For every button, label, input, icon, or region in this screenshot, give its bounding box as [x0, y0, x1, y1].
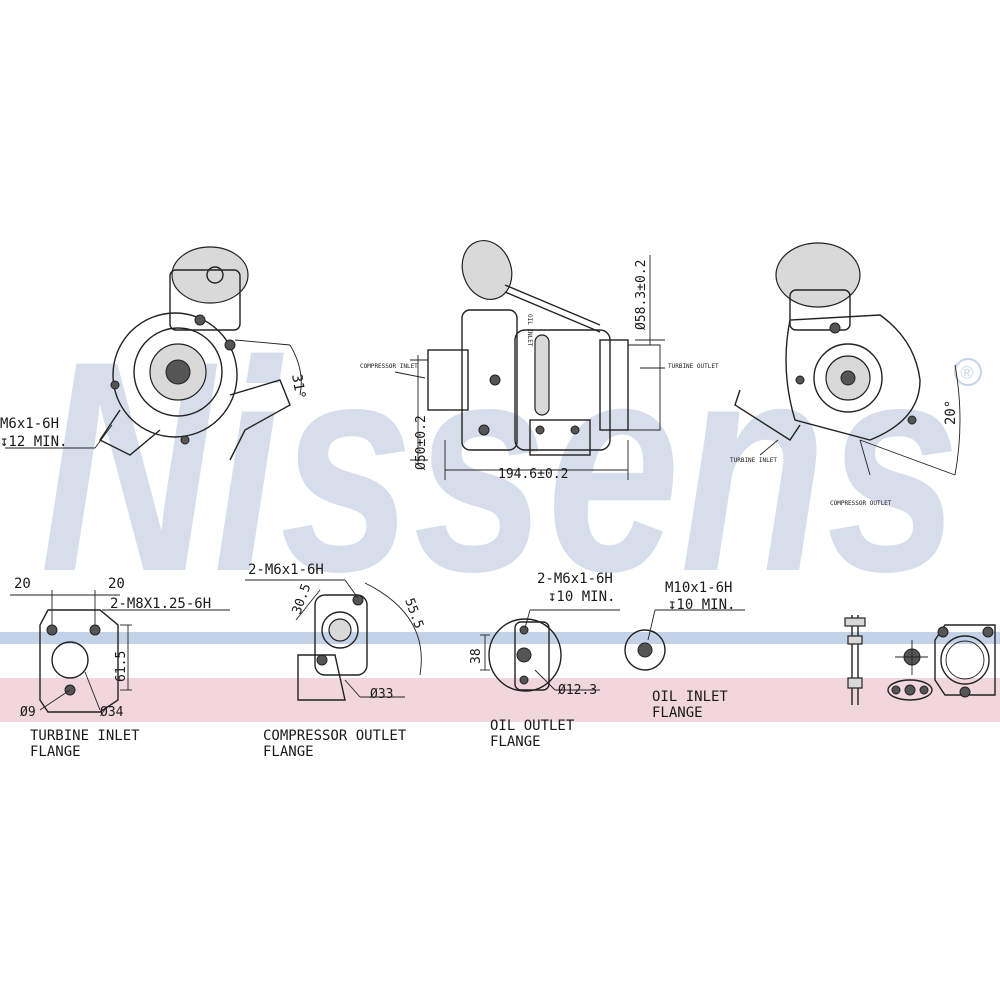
accessory-small-gasket	[887, 679, 933, 701]
center-length: 194.6±0.2	[498, 467, 568, 482]
compressor-outlet-flange-drawing	[245, 579, 422, 701]
center-outlet-diameter: Ø58.3±0.2	[634, 260, 649, 330]
turbine-inlet-flange-drawing	[10, 590, 230, 713]
ti-dim-right: 20	[108, 576, 125, 592]
center-turbine-outlet: TURBINE OUTLET	[668, 363, 719, 370]
turbo-view-left	[5, 246, 302, 461]
oi-title-1: OIL INLET	[652, 689, 728, 705]
right-angle-label: 20°	[943, 400, 959, 425]
oo-height: 38	[469, 648, 484, 664]
co-title-2: FLANGE	[263, 744, 314, 760]
accessory-turbine-gasket	[934, 624, 996, 698]
right-turbine-inlet: TURBINE INLET	[730, 457, 777, 464]
co-thread: 2-M6x1-6H	[248, 562, 324, 578]
center-oil-label: OIL INLET	[526, 314, 533, 347]
registered-mark-ring	[954, 358, 982, 386]
oo-depth: ↧10 MIN.	[548, 589, 615, 605]
oi-title-2: FLANGE	[652, 705, 703, 721]
ti-bore-dia: Ø34	[100, 705, 124, 720]
turbo-view-center	[394, 240, 665, 480]
oi-thread: M10x1-6H	[665, 580, 732, 596]
co-bore-dia: Ø33	[370, 687, 393, 702]
accessory-oil-pipe	[844, 615, 866, 705]
oo-bore-dia: Ø12.3	[558, 683, 597, 698]
ti-title-1: TURBINE INLET	[30, 728, 140, 744]
oil-outlet-flange-drawing	[480, 609, 620, 692]
ti-title-2: FLANGE	[30, 744, 81, 760]
oo-title-1: OIL OUTLET	[490, 718, 575, 734]
oo-thread: 2-M6x1-6H	[537, 571, 613, 587]
oi-depth: ↧10 MIN.	[668, 597, 735, 613]
registered-mark: ®	[960, 363, 974, 383]
accessory-banjo-bolt	[895, 640, 928, 675]
left-depth-spec: ↧12 MIN.	[0, 434, 67, 450]
left-angle-label: 31°	[288, 373, 308, 401]
left-thread-spec: M6x1-6H	[0, 416, 59, 432]
ti-thread: 2-M8X1.25-6H	[110, 596, 211, 612]
ti-dim-left: 20	[14, 576, 31, 592]
co-title-1: COMPRESSOR OUTLET	[263, 728, 407, 744]
center-compressor-inlet: COMPRESSOR INLET	[360, 363, 418, 370]
oil-inlet-flange-drawing	[624, 609, 745, 671]
oo-title-2: FLANGE	[490, 734, 541, 750]
right-compressor-outlet: COMPRESSOR OUTLET	[830, 500, 892, 507]
ti-hole-dia: Ø9	[20, 705, 36, 720]
ti-height: 61.5	[114, 651, 129, 682]
center-inlet-diameter: Ø50±0.2	[414, 415, 429, 470]
blue-band	[0, 632, 1000, 644]
turbo-view-right	[734, 242, 961, 476]
pink-band	[0, 678, 1000, 722]
